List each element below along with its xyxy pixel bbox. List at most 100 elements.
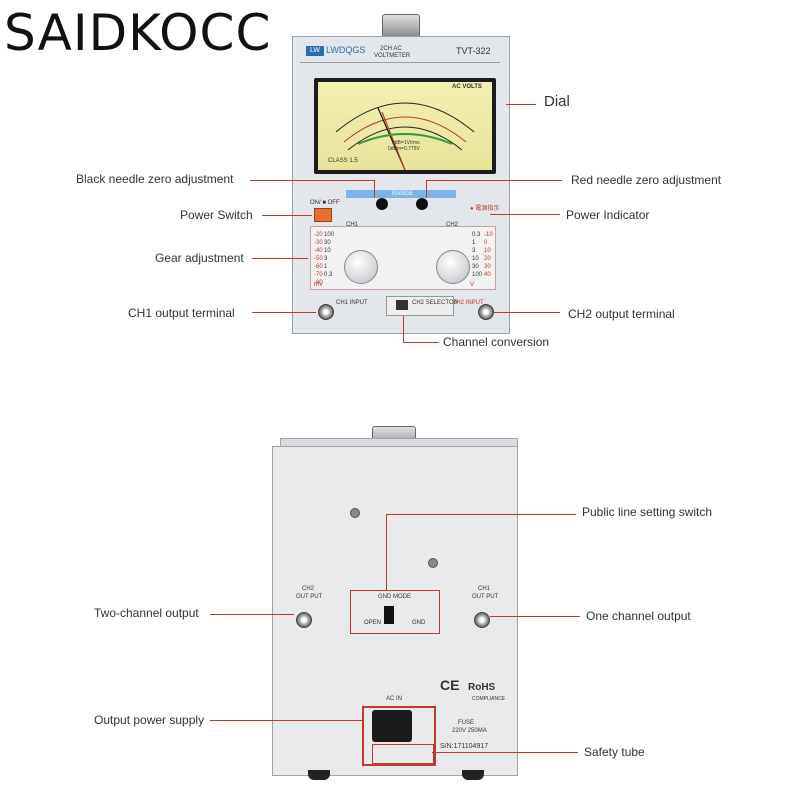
left-scale2-1: 30: [324, 240, 331, 246]
right-scale-list: 0.3 1 3 10 30 100: [472, 232, 482, 278]
power-switch[interactable]: [314, 208, 332, 222]
dial-leader: [506, 104, 536, 105]
ch1-label: CH1: [346, 222, 359, 228]
red-needle-zero-adjust[interactable]: [416, 198, 428, 210]
ch1-out-label2: OUT PUT: [472, 594, 499, 600]
ch2-out-label2: OUT PUT: [296, 594, 323, 600]
left-scale-3: -50: [314, 256, 323, 262]
gnd-mode-label: GND MODE: [378, 594, 411, 600]
divider: [300, 62, 500, 63]
foot-right: [462, 770, 484, 780]
right-db-5: 40: [484, 272, 491, 278]
fuse-rating: 220V 250MA: [452, 728, 487, 734]
ac-in-label: AC IN: [386, 696, 403, 702]
callout-gear-adjustment: Gear adjustment: [155, 251, 244, 265]
ch2-label: CH2: [446, 222, 459, 228]
range-bar: [346, 190, 456, 198]
ch1-output-leader: [252, 312, 316, 313]
ac-inlet-socket[interactable]: [372, 710, 412, 742]
foot-left: [308, 770, 330, 780]
left-scale2-2: 10: [324, 248, 331, 254]
safety-tube-leader: [432, 752, 578, 753]
two-channel-leader: [210, 614, 294, 615]
meter-db-note: 0dB=1V/rms: [392, 140, 420, 146]
power-inlet-box: [362, 706, 436, 766]
ch2-selector-label: CH2 SELECTOR: [412, 300, 458, 306]
right-db-1: 0: [484, 240, 488, 246]
meter-face: [318, 82, 492, 171]
callout-black-needle: Black needle zero adjustment: [76, 172, 234, 186]
right-db-3: 20: [484, 256, 491, 262]
left-scale-6: -80: [314, 280, 323, 286]
power-indicator-leader: [490, 214, 560, 215]
logo-badge: LW: [306, 46, 324, 56]
left-scale-1: -30: [314, 240, 323, 246]
channel-selector-switch[interactable]: [396, 300, 408, 310]
left-scale-0: -20: [314, 232, 323, 238]
right-scale-3: 10: [472, 256, 479, 262]
right-db-4: 30: [484, 264, 491, 270]
ch2-out-label: CH2: [302, 586, 315, 592]
callout-two-channel: Two-channel output: [94, 606, 199, 620]
range-label: RANGE: [392, 191, 414, 197]
callout-power-switch: Power Switch: [180, 208, 253, 222]
gnd-label: GND: [412, 620, 426, 626]
callout-red-needle: Red needle zero adjustment: [571, 173, 722, 187]
left-scale-list: -20 -30 -40 -50 -60 -70 -80: [314, 232, 323, 286]
left-scale-5: -70: [314, 272, 323, 278]
front-handle: [382, 14, 420, 38]
output-power-leader: [210, 720, 362, 721]
subtitle-line2: VOLTMETER: [374, 53, 411, 59]
fuse-drawer-box[interactable]: [372, 744, 434, 764]
right-scale-2: 3: [472, 248, 476, 254]
meter-scale: [335, 102, 475, 171]
channel-conversion-leader: [403, 342, 439, 343]
callout-power-indicator: Power Indicator: [566, 208, 650, 222]
ch2-input-label: CH2 INPUT: [452, 300, 484, 306]
subtitle-line1: 2CH AC: [380, 46, 402, 52]
ch1-range-knob[interactable]: [344, 250, 378, 284]
black-needle-leader: [250, 180, 374, 181]
gear-leader: [252, 258, 308, 259]
left-scale2-0: 100: [324, 232, 335, 238]
meter-class: CLASS 1.5: [328, 158, 358, 164]
one-channel-leader: [490, 616, 580, 617]
left-scale2-3: 3: [324, 256, 328, 262]
red-needle-leader-v: [426, 180, 427, 198]
gnd-mode-switch[interactable]: [384, 606, 394, 624]
left-scale-4: -60: [314, 264, 323, 270]
rohs-mark: RoHS: [468, 682, 496, 693]
power-indicator-light: ● 電源指示: [470, 206, 500, 212]
callout-ch1-output: CH1 output terminal: [128, 306, 235, 320]
right-db-list: -10 0 10 20 30 40: [484, 232, 493, 278]
rohs-compliance: COMPLIANCE: [472, 696, 506, 702]
open-label: OPEN: [364, 620, 382, 626]
callout-safety-tube: Safety tube: [584, 745, 645, 759]
left-scale2-4: 1: [324, 264, 328, 270]
right-db-0: -10: [484, 232, 493, 238]
callout-channel-conversion: Channel conversion: [443, 335, 550, 349]
model-number: TVT-322: [456, 46, 491, 56]
ch2-input-terminal[interactable]: [478, 304, 494, 320]
left-units: mV: [314, 282, 323, 288]
ch1-input-terminal[interactable]: [318, 304, 334, 320]
red-needle-leader: [426, 180, 562, 181]
right-db-2: 10: [484, 248, 491, 254]
serial-number: S/N:171104917: [440, 743, 489, 750]
screw-top: [350, 508, 360, 518]
meter-dbm-note: 0dBm=0.775V: [388, 146, 420, 152]
callout-output-power: Output power supply: [94, 713, 205, 727]
public-line-leader: [386, 514, 576, 515]
ch1-input-label: CH1 INPUT: [336, 300, 368, 306]
logo-text: LWDQGS: [326, 45, 366, 55]
ch2-output-leader: [494, 312, 560, 313]
ch2-range-knob[interactable]: [436, 250, 470, 284]
ch1-output-terminal[interactable]: [474, 612, 490, 628]
black-needle-zero-adjust[interactable]: [376, 198, 388, 210]
right-scale-5: 100: [472, 272, 483, 278]
callout-ch2-output: CH2 output terminal: [568, 307, 675, 321]
callout-one-channel: One channel output: [586, 609, 691, 623]
brand-title: SAIDKOCC: [4, 4, 272, 62]
meter-title: AC VOLTS: [452, 84, 482, 90]
ch2-output-terminal[interactable]: [296, 612, 312, 628]
